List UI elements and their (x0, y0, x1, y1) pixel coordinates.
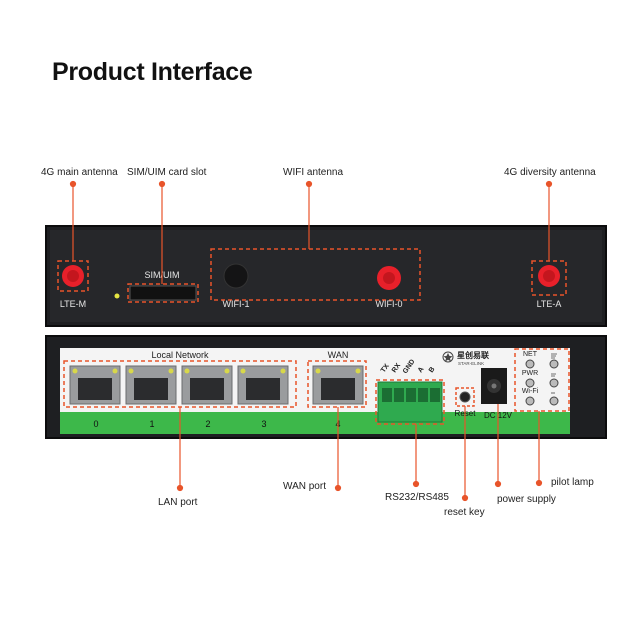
reset-button (455, 387, 475, 407)
wifi-antenna-group (210, 248, 421, 301)
lte-m-label: LTE-M (60, 299, 86, 309)
front-panel: LTE-M SIM/UIM WIFI-1 WIFI-0 LTE-A (45, 225, 607, 327)
port-number-0: 0 (93, 419, 98, 429)
wifi-1-label: WIFI-1 (223, 299, 250, 309)
callout-4g-diversity-antenna: 4G diversity antenna (504, 167, 596, 178)
lan-port-3 (237, 365, 289, 405)
local-network-label: Local Network (151, 350, 209, 360)
wifi-led (525, 396, 535, 406)
pilot-lamp-group (514, 348, 570, 412)
brand-logo (442, 351, 454, 363)
wifi-0-label: WIFI-0 (376, 299, 403, 309)
signal-led-2 (549, 378, 559, 388)
terminal-label-rx: RX (391, 362, 403, 374)
callout-reset-key: reset key (444, 507, 485, 518)
rs232-rs485-terminal-block (375, 379, 445, 425)
port-number-1: 1 (149, 419, 154, 429)
status-led (114, 293, 120, 299)
led-label-net: NET (523, 351, 538, 358)
led-label-pwr: PWR (522, 370, 538, 377)
callout-lan-port: LAN port (158, 497, 198, 508)
brand-name: 星创易联 (457, 350, 489, 360)
terminal-label-a: A (417, 366, 426, 374)
net-led (525, 359, 535, 369)
port-number-3: 3 (261, 419, 266, 429)
callout-lines (69, 180, 553, 502)
callout-pilot-lamp: pilot lamp (551, 477, 594, 488)
wan-port-group (307, 360, 367, 408)
dc-power-jack (481, 368, 507, 404)
callout-4g-main-antenna: 4G main antenna (41, 167, 118, 178)
sim-card-slot (127, 283, 199, 303)
port-number-2: 2 (205, 419, 210, 429)
wan-label: WAN (328, 350, 349, 360)
signal-led-1 (549, 359, 559, 369)
pwr-led (525, 378, 535, 388)
back-panel: Local Network 0 1 2 3 WAN (45, 335, 607, 439)
terminal-label-tx: TX (380, 363, 391, 375)
lte-a-label: LTE-A (537, 299, 562, 309)
lan-port-1 (125, 365, 177, 405)
signal-led-3 (549, 396, 559, 406)
wan-port (312, 365, 364, 405)
callout-rs232-rs485: RS232/RS485 (385, 492, 449, 503)
signal-bars-3-icon (551, 353, 557, 359)
callout-wifi-antenna: WIFI antenna (283, 167, 344, 178)
callout-wan-port: WAN port (283, 481, 326, 492)
signal-bars-2-icon (551, 373, 556, 377)
wifi-1-connector (223, 263, 249, 289)
lan-port-2 (181, 365, 233, 405)
terminal-label-b: B (428, 366, 437, 374)
brand-subtitle: STAR-ELINK (458, 361, 484, 366)
led-label-wifi: Wi-Fi (522, 388, 539, 395)
callout-sim-uim-slot: SIM/UIM card slot (127, 167, 207, 178)
callout-power-supply: power supply (497, 494, 556, 505)
page-title: Product Interface (52, 58, 253, 86)
lan-port-0 (69, 365, 121, 405)
